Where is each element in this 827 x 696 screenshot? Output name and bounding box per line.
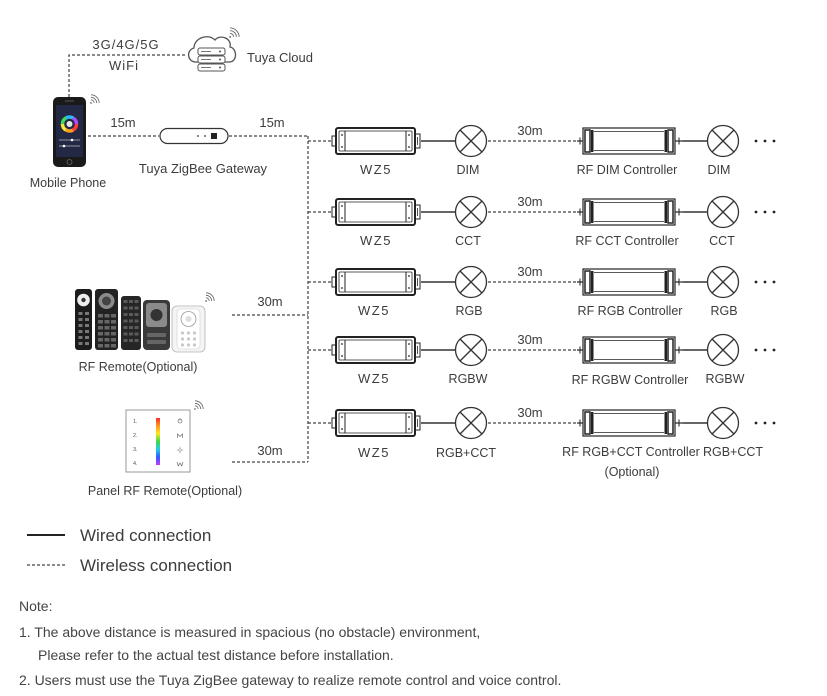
mobile-phone-icon bbox=[53, 97, 86, 167]
lamp-label: DIM bbox=[457, 163, 480, 177]
lamp-icon bbox=[454, 265, 488, 299]
controller-label: RF RGB Controller bbox=[578, 304, 683, 318]
rf-controller-icon bbox=[577, 198, 683, 226]
controller-label: RF RGBW Controller bbox=[572, 373, 689, 387]
lamp-icon bbox=[706, 406, 740, 440]
lamp-icon bbox=[706, 333, 740, 367]
wz5-driver-icon bbox=[331, 409, 421, 437]
controller-note: (Optional) bbox=[605, 465, 660, 479]
distance-label: 30m bbox=[517, 194, 542, 209]
distance-label: 30m bbox=[517, 123, 542, 138]
distance-label: 30m bbox=[517, 332, 542, 347]
note-item-2: 2. Users must use the Tuya ZigBee gatewa… bbox=[19, 672, 561, 688]
end-lamp-label: RGBW bbox=[706, 372, 745, 386]
lamp-icon bbox=[706, 195, 740, 229]
wz5-driver-icon bbox=[331, 336, 421, 364]
distance-label: 30m bbox=[257, 294, 282, 309]
controller-label: RF RGB+CCT Controller bbox=[562, 445, 700, 459]
driver-label: WZ5 bbox=[358, 445, 390, 460]
panel-remote-label: Panel RF Remote(Optional) bbox=[88, 484, 242, 498]
distance-label: 30m bbox=[517, 405, 542, 420]
white-icon bbox=[176, 461, 184, 467]
driver-label: WZ5 bbox=[358, 371, 390, 386]
wz5-driver-icon bbox=[331, 268, 421, 296]
wireless-legend-label: Wireless connection bbox=[80, 556, 232, 575]
rf-controller-icon bbox=[577, 268, 683, 296]
distance-label: 15m bbox=[110, 115, 135, 130]
wz5-driver-icon bbox=[331, 127, 421, 155]
lamp-icon bbox=[706, 265, 740, 299]
color-slider bbox=[156, 418, 160, 465]
zigbee-gateway-icon bbox=[159, 127, 229, 145]
cloud-label: Tuya Cloud bbox=[247, 50, 313, 65]
lamp-label: RGBW bbox=[449, 372, 488, 386]
continuation-dots bbox=[754, 139, 776, 143]
lamp-icon bbox=[454, 195, 488, 229]
panel-remote-icon: 1. 2. 3. 4. bbox=[125, 409, 191, 473]
lamp-icon bbox=[454, 406, 488, 440]
mode-icon bbox=[177, 433, 183, 438]
row-rgb-cct: WZ5 RGB+CCT 30m RF RGB+CCT Controller (O… bbox=[308, 405, 776, 479]
rf-controller-icon bbox=[577, 409, 683, 437]
power-icon bbox=[177, 418, 183, 424]
continuation-dots bbox=[754, 280, 776, 284]
end-lamp-label: DIM bbox=[708, 163, 731, 177]
distance-label: 30m bbox=[257, 443, 282, 458]
row-cct: WZ5 CCT 30m RF CCT Controller CCT bbox=[308, 194, 776, 248]
notes: Note: 1. The above distance is measured … bbox=[19, 598, 561, 688]
continuation-dots bbox=[754, 421, 776, 425]
driver-label: WZ5 bbox=[360, 162, 392, 177]
lamp-icon bbox=[454, 124, 488, 158]
row-rgbw: WZ5 RGBW 30m RF RGBW Controller RGBW bbox=[308, 332, 776, 387]
controller-label: RF CCT Controller bbox=[575, 234, 678, 248]
driver-label: WZ5 bbox=[358, 303, 390, 318]
row-rgb: WZ5 RGB 30m RF RGB Controller RGB bbox=[308, 264, 776, 318]
controller-label: RF DIM Controller bbox=[577, 163, 678, 177]
cellular-label: 3G/4G/5G bbox=[92, 37, 159, 52]
note-item-1-continued: Please refer to the actual test distance… bbox=[38, 647, 394, 663]
brightness-icon bbox=[176, 446, 184, 454]
lamp-label: CCT bbox=[455, 234, 481, 248]
rf-controller-icon bbox=[577, 336, 683, 364]
rf-remote-icon bbox=[75, 289, 206, 353]
signal-icon bbox=[229, 27, 240, 38]
cloud-link-group: 3G/4G/5G WiFi Tuya Cloud bbox=[68, 27, 313, 97]
wz5-driver-icon bbox=[331, 198, 421, 226]
driver-label: WZ5 bbox=[360, 233, 392, 248]
gateway-label: Tuya ZigBee Gateway bbox=[139, 161, 268, 176]
row-dim: WZ5 DIM 30m RF DIM Controller DIM bbox=[308, 123, 776, 177]
note-title: Note: bbox=[19, 598, 52, 614]
phone-label: Mobile Phone bbox=[30, 176, 106, 190]
end-lamp-label: CCT bbox=[709, 234, 735, 248]
end-lamp-label: RGB+CCT bbox=[703, 445, 763, 459]
zone-key-label: 2. bbox=[133, 433, 138, 439]
zone-key-label: 4. bbox=[133, 461, 138, 467]
note-item-1: 1. The above distance is measured in spa… bbox=[19, 624, 480, 640]
wired-legend-label: Wired connection bbox=[80, 526, 211, 545]
wireless-link bbox=[68, 54, 185, 97]
signal-icon bbox=[205, 292, 215, 302]
zone-key-label: 3. bbox=[133, 447, 138, 453]
end-lamp-label: RGB bbox=[710, 304, 737, 318]
zone-key-label: 1. bbox=[133, 419, 138, 425]
lamp-icon bbox=[706, 124, 740, 158]
lamp-label: RGB+CCT bbox=[436, 446, 496, 460]
distance-label: 15m bbox=[259, 115, 284, 130]
distance-label: 30m bbox=[517, 264, 542, 279]
signal-icon bbox=[194, 400, 204, 410]
lamp-icon bbox=[454, 333, 488, 367]
legend: Wired connection Wireless connection bbox=[27, 526, 232, 575]
rf-remote-label: RF Remote(Optional) bbox=[79, 360, 198, 374]
wifi-label: WiFi bbox=[109, 58, 139, 73]
signal-icon bbox=[90, 94, 100, 104]
continuation-dots bbox=[754, 210, 776, 214]
rf-controller-icon bbox=[577, 127, 683, 155]
continuation-dots bbox=[754, 348, 776, 352]
lamp-label: RGB bbox=[455, 304, 482, 318]
cloud-icon bbox=[187, 36, 237, 72]
